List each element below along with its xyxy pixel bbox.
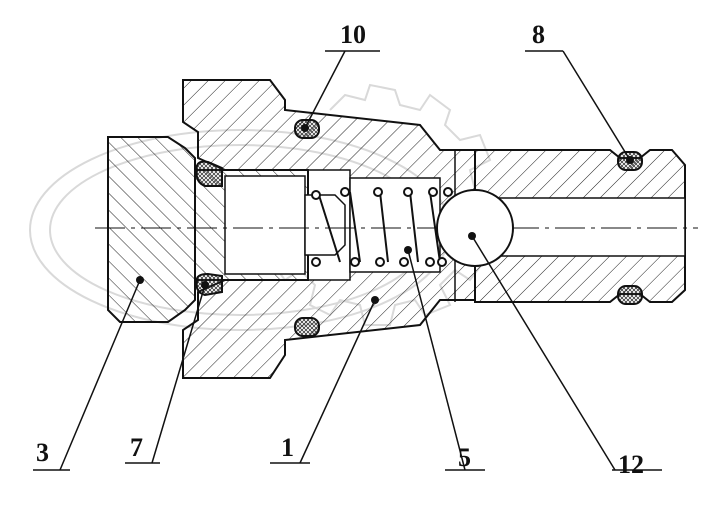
ball-part-12 xyxy=(436,189,514,267)
callout-label-5: 5 xyxy=(458,443,471,472)
callout-label-7: 7 xyxy=(130,433,143,462)
leader-dots xyxy=(136,124,634,304)
callout-label-10: 10 xyxy=(340,20,366,49)
seal-part-8-bottom xyxy=(617,285,643,305)
plug-part-3 xyxy=(107,136,346,323)
leader-lines xyxy=(33,50,662,471)
seal-part-10-bottom xyxy=(294,317,320,337)
callout-label-1: 1 xyxy=(281,433,294,462)
seal-part-7-top xyxy=(195,160,223,187)
callout-label-3: 3 xyxy=(36,438,49,467)
spring-part-5 xyxy=(311,187,453,267)
seal-part-7-bottom xyxy=(195,272,223,297)
callout-label-8: 8 xyxy=(532,20,545,49)
callout-label-12: 12 xyxy=(618,450,644,479)
